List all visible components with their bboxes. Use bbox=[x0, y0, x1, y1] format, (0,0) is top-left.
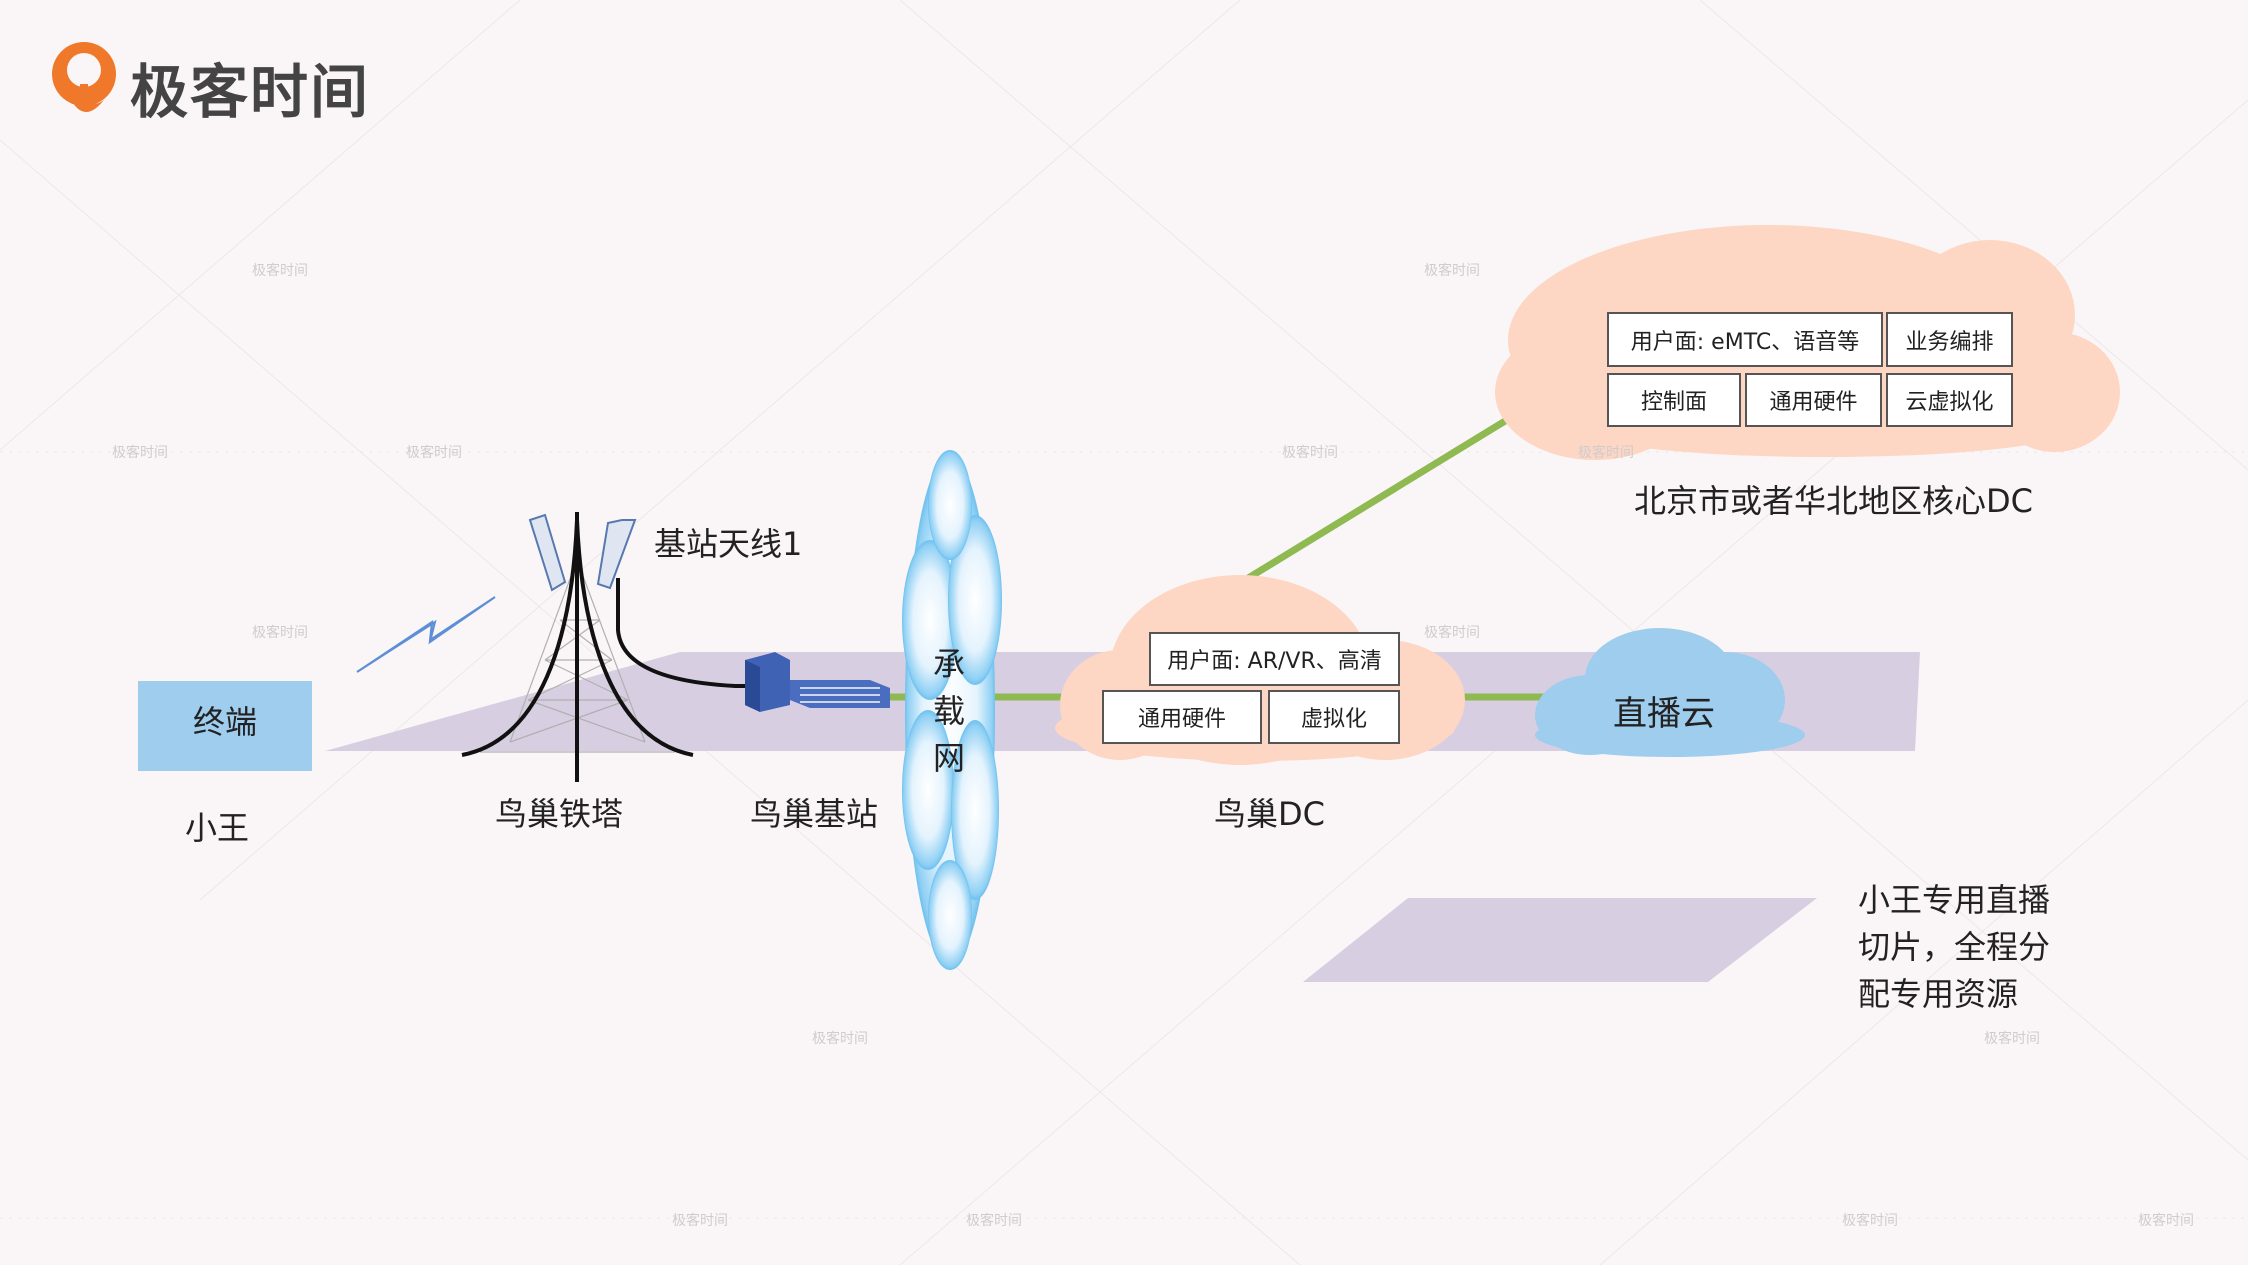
watermark: 极客时间 bbox=[1578, 445, 1634, 461]
core-dc-orchestration-box: 业务编排 bbox=[1886, 312, 2013, 367]
basestation-caption: 鸟巢基站 bbox=[750, 795, 879, 833]
core-dc-user-plane-box: 用户面: eMTC、语音等 bbox=[1607, 312, 1883, 367]
terminal-caption: 小王 bbox=[185, 809, 250, 847]
live-cloud-label: 直播云 bbox=[1613, 694, 1715, 734]
terminal-label: 终端 bbox=[192, 703, 257, 741]
core-dc-caption: 北京市或者华北地区核心DC bbox=[1634, 482, 2033, 520]
terminal-box bbox=[138, 681, 312, 771]
watermark: 极客时间 bbox=[252, 625, 308, 641]
legend-line: 小王专用直播 bbox=[1858, 881, 2051, 919]
core-dc-hardware-box: 通用硬件 bbox=[1745, 373, 1882, 427]
watermark: 极客时间 bbox=[1282, 445, 1338, 461]
tower-caption: 鸟巢铁塔 bbox=[495, 795, 624, 833]
watermark: 极客时间 bbox=[112, 445, 168, 461]
brand-name: 极客时间 bbox=[130, 58, 371, 126]
bearer-label-char: 载 bbox=[933, 692, 966, 730]
core-dc-virtualization-box: 云虚拟化 bbox=[1886, 373, 2013, 427]
edge-dc-user-plane-box: 用户面: AR/VR、高清 bbox=[1149, 632, 1400, 686]
bearer-label-char: 网 bbox=[933, 739, 966, 777]
watermark: 极客时间 bbox=[1424, 625, 1480, 641]
legend-line: 配专用资源 bbox=[1858, 975, 2019, 1013]
legend-slice-plane bbox=[1303, 898, 1817, 982]
base-station-icon bbox=[745, 652, 890, 712]
edge-dc-hardware-box: 通用硬件 bbox=[1102, 690, 1262, 744]
cell-tower-icon bbox=[461, 512, 747, 782]
antenna-label: 基站天线1 bbox=[654, 525, 803, 563]
geektime-logo-icon bbox=[52, 42, 116, 113]
wireless-signal-icon bbox=[356, 596, 496, 673]
watermark: 极客时间 bbox=[1984, 1031, 2040, 1047]
bearer-label-char: 承 bbox=[933, 645, 966, 683]
core-dc-control-plane-box: 控制面 bbox=[1607, 373, 1741, 427]
edge-dc-virtualization-box: 虚拟化 bbox=[1268, 690, 1400, 744]
watermark: 极客时间 bbox=[966, 1213, 1022, 1229]
watermark: 极客时间 bbox=[252, 263, 308, 279]
bearer-network-cloud bbox=[902, 450, 1002, 970]
watermark: 极客时间 bbox=[672, 1213, 728, 1229]
edge-dc-caption: 鸟巢DC bbox=[1214, 795, 1325, 833]
watermark: 极客时间 bbox=[1842, 1213, 1898, 1229]
live-cloud-shape bbox=[1535, 628, 1805, 757]
legend-line: 切片，全程分 bbox=[1858, 928, 2051, 966]
watermark: 极客时间 bbox=[406, 445, 462, 461]
watermark: 极客时间 bbox=[812, 1031, 868, 1047]
watermark: 极客时间 bbox=[1424, 263, 1480, 279]
watermark: 极客时间 bbox=[2138, 1213, 2194, 1229]
